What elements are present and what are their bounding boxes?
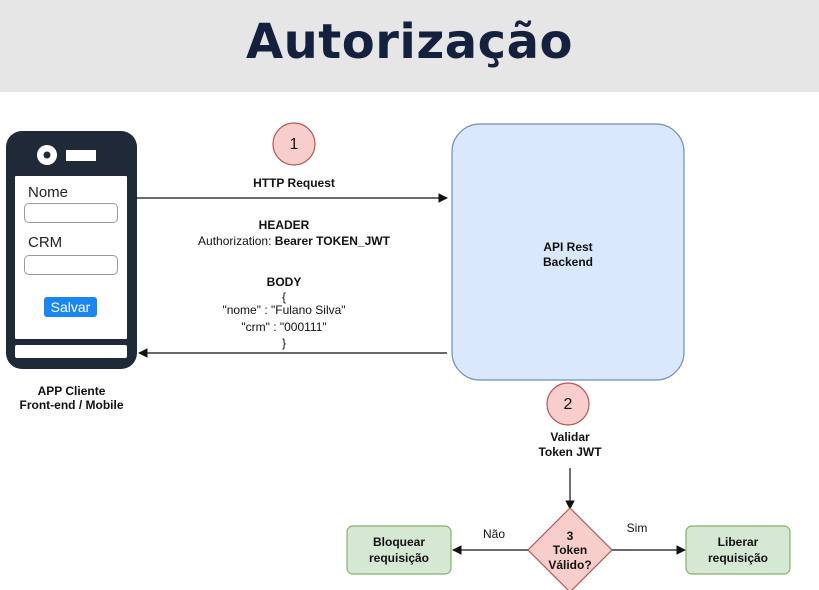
step-2-circle [546, 382, 590, 426]
http-request-label: HTTP Request [253, 176, 335, 190]
client-caption-1: APP Cliente [37, 384, 106, 398]
body-title: BODY [266, 275, 302, 289]
allow-label-1: Liberar [717, 535, 759, 549]
body-line-nome: "nome" : "Fulano Silva" [222, 303, 346, 317]
page-title: Autorização [245, 14, 573, 70]
block-label-2: requisição [368, 551, 430, 565]
validate-label-2: Token JWT [538, 445, 602, 459]
header-value: Bearer TOKEN_JWT [274, 234, 390, 248]
block-label-1: Bloquear [372, 535, 425, 549]
client-caption-2: Front-end / Mobile [19, 398, 124, 412]
phone-mockup [6, 131, 137, 369]
decision-label-3: Válido? [548, 558, 592, 572]
step-1-number: 1 [289, 136, 299, 153]
header-title: HEADER [258, 218, 310, 232]
save-button[interactable]: Salvar [44, 297, 97, 317]
allow-box [685, 525, 791, 575]
header-line: Authorization: Bearer TOKEN_JWT [164, 234, 424, 248]
validate-label-1: Validar [550, 430, 590, 444]
crm-label: CRM [28, 234, 63, 251]
body-line-crm: "crm" : "000111" [241, 320, 327, 334]
decision-label-1: 3 [566, 529, 574, 543]
backend-label-2: Backend [542, 255, 594, 269]
nome-label: Nome [28, 184, 69, 201]
decision-diamond [527, 507, 613, 590]
body-close-brace: } [281, 336, 286, 350]
backend-box [451, 123, 685, 381]
crm-input[interactable] [24, 255, 118, 275]
backend-label-1: API Rest [543, 240, 593, 254]
speaker-icon [66, 150, 96, 161]
decision-label-2: Token [552, 543, 588, 557]
body-open-brace: { [281, 290, 286, 304]
step-1-circle [272, 122, 316, 166]
header-key: Authorization: [198, 234, 272, 248]
step-2-number: 2 [563, 396, 573, 413]
yes-label: Sim [626, 521, 648, 535]
allow-label-2: requisição [707, 551, 769, 565]
block-box [346, 525, 452, 575]
no-label: Não [482, 527, 505, 541]
nome-input[interactable] [24, 203, 118, 223]
title-bar [0, 0, 819, 92]
